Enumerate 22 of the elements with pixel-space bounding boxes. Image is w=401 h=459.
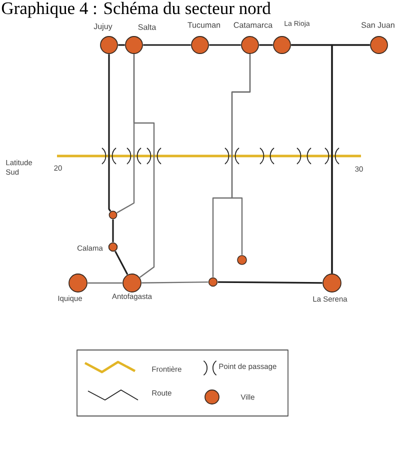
- junction-dot: [237, 255, 247, 265]
- road-line: [133, 54, 155, 278]
- road-line: [218, 281, 322, 284]
- road-line: [331, 44, 370, 274]
- city-label: Tucuman: [188, 22, 220, 28]
- road-line: [259, 44, 273, 46]
- road-line: [112, 219, 114, 242]
- road-line: [143, 44, 191, 46]
- city-label: Catamarca: [234, 22, 273, 28]
- road-line: [142, 281, 208, 284]
- junction-dot: [108, 210, 118, 220]
- road-line: [114, 250, 128, 275]
- city-label: Salta: [138, 24, 156, 30]
- title: Graphique 4 : Schéma du secteur nord: [2, 2, 271, 18]
- road-line: [118, 44, 125, 46]
- road-line: [209, 44, 241, 46]
- road-line: [108, 54, 112, 212]
- city-label: San Juan: [361, 22, 394, 28]
- city-label: Jujuy: [94, 23, 112, 31]
- road-line: [231, 54, 251, 255]
- junction-dot: [208, 277, 218, 287]
- road-line: [88, 282, 122, 284]
